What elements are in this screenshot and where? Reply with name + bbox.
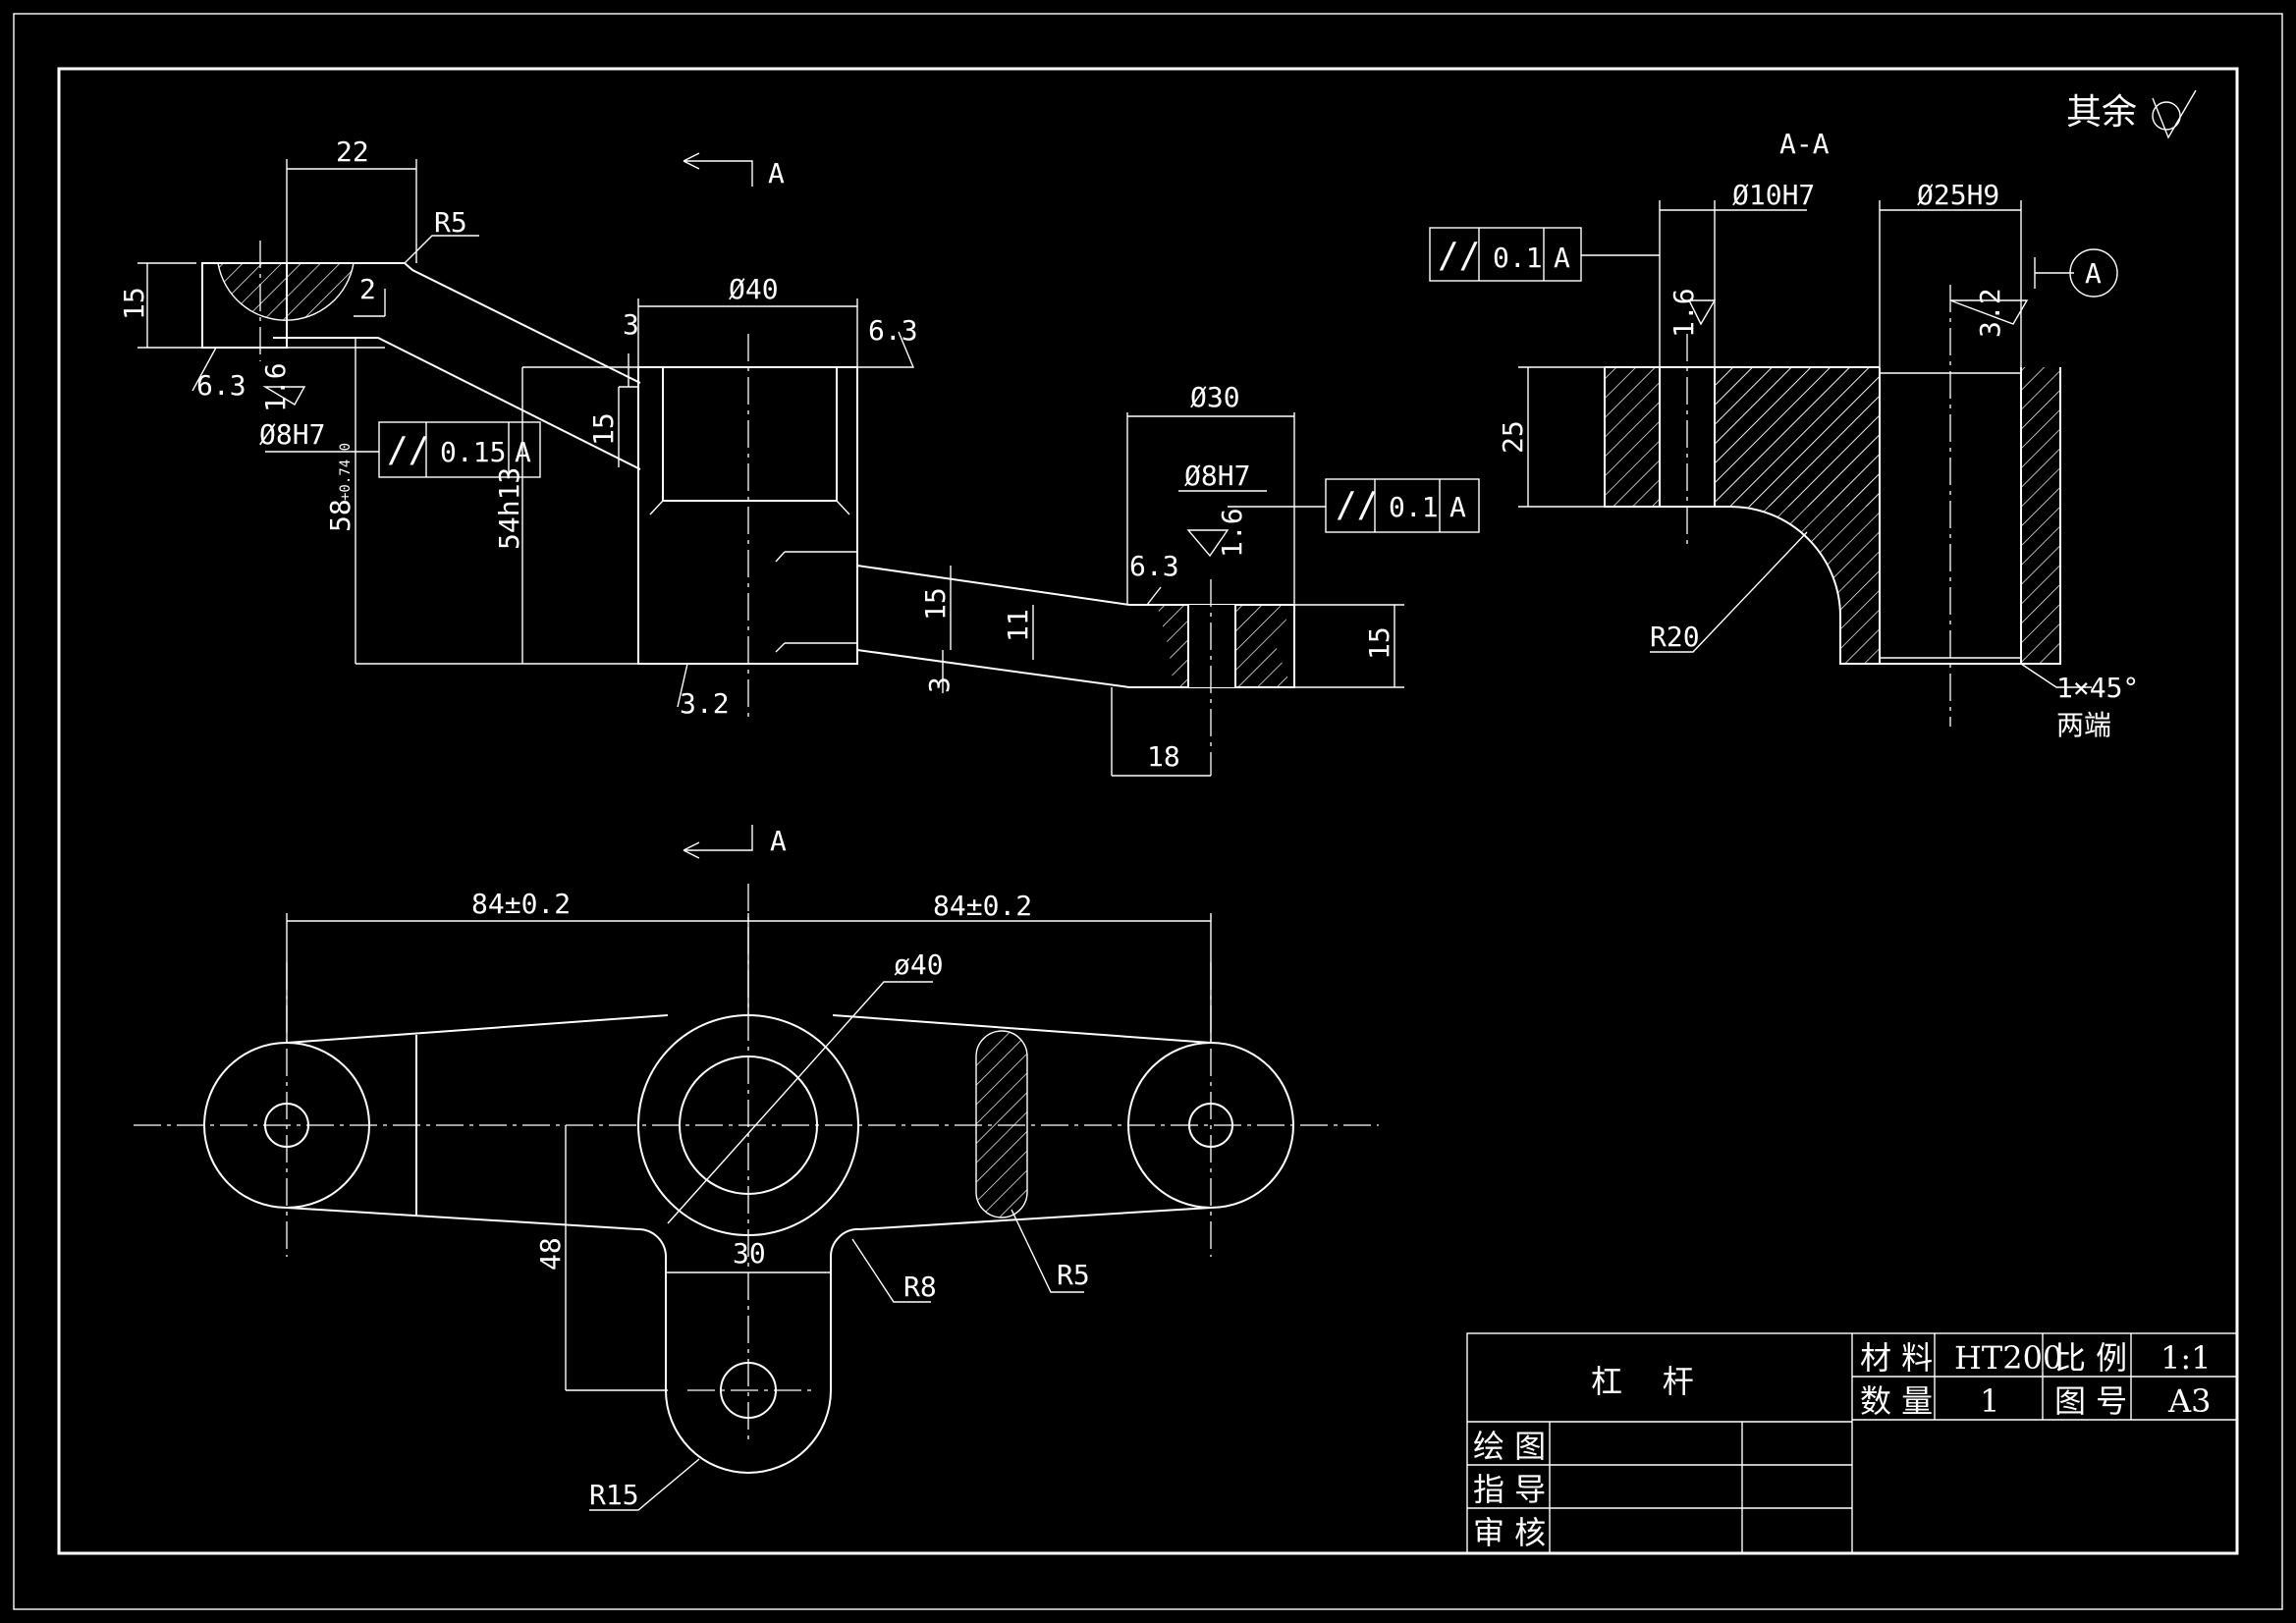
material-value: HT200 [1954,1339,2062,1377]
drawing-title: 杠 杆 [1591,1363,1694,1400]
tol-section-datum: A [1554,242,1570,274]
tol-right-value: 0.1 [1389,491,1439,523]
chamfer-label: 1×45° [2056,672,2139,704]
dim-r20: R20 [1650,621,1700,653]
dim-r8: R8 [903,1271,937,1303]
tol-left-value: 0.15 [440,436,506,468]
front-view: 22 R5 15 2 6.3 1.6 Ø8H7 // 0.15 A 58 +0.… [118,135,1480,859]
roughness-1-6-left: 1.6 [259,362,292,412]
scale-label: 比 例 [2054,1339,2127,1377]
section-marker-top: A [768,157,785,189]
tolerance-frame-left [378,421,541,478]
drawing-no-value: A3 [2167,1382,2211,1420]
tolerance-frame-right [1325,478,1480,533]
roughness-3-2-bottom: 3.2 [680,687,730,720]
dim-r5: R5 [434,206,467,239]
dim-2: 2 [359,273,376,305]
title-block: 杠 杆 材 料 HT200 比 例 1:1 数 量 1 图 号 A3 绘 图 指… [1466,1332,2238,1554]
dim-d30: Ø30 [1190,381,1240,413]
datum-circle [2069,248,2118,298]
section-label: A-A [1779,128,1830,160]
dim-84-right: 84±0.2 [933,890,1032,922]
roughness-1-6-section: 1.6 [1667,288,1700,338]
checked-label: 审 核 [1473,1514,1546,1551]
drawing-no-label: 图 号 [2054,1382,2127,1420]
hole-left-label: Ø8H7 [259,418,325,451]
dim-d40: Ø40 [729,273,779,305]
chamfer-note: 两端 [2056,709,2111,741]
outer-frame [13,13,2283,1610]
roughness-3-2-section: 3.2 [1974,288,2006,338]
tol-left-symbol: // [387,430,429,470]
dim-48: 48 [534,1237,567,1271]
tol-right-symbol: // [1336,485,1378,525]
dim-11: 11 [1002,609,1034,642]
roughness-1-6-right: 1.6 [1216,508,1248,558]
guided-label: 指 导 [1473,1471,1546,1508]
dim-15-right-arm: 15 [919,587,952,621]
dim-15-left: 15 [118,287,150,320]
quantity-value: 1 [1980,1382,1999,1420]
tol-section-value: 0.1 [1493,242,1543,274]
hole-right-label: Ø8H7 [1184,460,1250,492]
section-marker-bottom: A [770,825,787,857]
dim-58-tol: +0.74 0 [338,443,354,501]
tol-section-symbol: // [1438,236,1480,276]
dim-d40-top: ø40 [894,948,944,981]
inner-frame [57,67,2239,1555]
drawn-label: 绘 图 [1473,1428,1546,1465]
dim-3-bottom: 3 [923,676,956,693]
dim-25: 25 [1497,420,1529,454]
dim-r15: R15 [589,1479,639,1511]
roughness-note: 其余 [2066,92,2137,133]
dim-22: 22 [336,135,369,168]
dim-15-boss: 15 [1363,626,1395,660]
dim-3-top: 3 [623,308,639,341]
dim-d25h9: Ø25H9 [1917,179,1999,211]
dim-54h13: 54h13 [493,467,525,550]
dim-18: 18 [1147,740,1180,773]
material-label: 材 料 [1860,1339,1933,1377]
scale-value: 1:1 [2160,1339,2212,1377]
roughness-6-3-right: 6.3 [1129,550,1179,582]
dim-d10h7: Ø10H7 [1732,179,1815,211]
tolerance-frame-section [1429,227,1582,282]
dim-84-left: 84±0.2 [471,888,571,920]
dim-30: 30 [733,1237,766,1270]
section-view: A-A 其余 Ø10H7 Ø25H9 // 0.1 A 1.6 3.2 A [1429,89,2197,741]
tol-right-datum: A [1449,491,1466,523]
dim-58: 58 [324,499,356,532]
datum-label: A [2085,257,2102,290]
dim-15-mid: 15 [587,412,620,446]
roughness-6-3-left: 6.3 [196,369,246,402]
roughness-symbol-icon [2152,101,2181,131]
top-view: 84±0.2 84±0.2 ø40 48 30 R8 R5 R15 [134,884,1379,1511]
roughness-6-3-top: 6.3 [868,314,918,347]
dim-r5-top: R5 [1057,1259,1090,1291]
quantity-label: 数 量 [1860,1382,1933,1420]
